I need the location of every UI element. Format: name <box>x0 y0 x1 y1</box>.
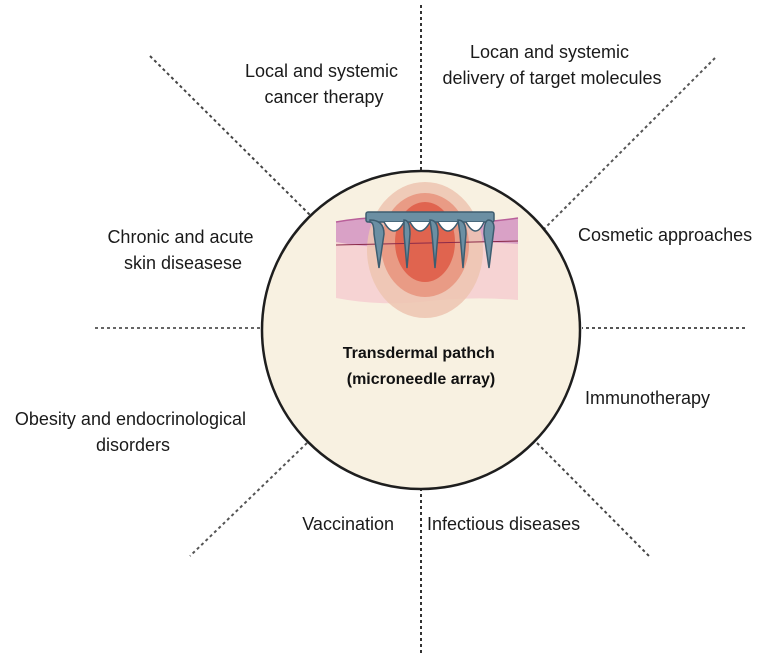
needle-1 <box>369 219 385 269</box>
label-chronic-acute-skin: Chronic and acute skin diseasese <box>107 227 258 273</box>
needle-2 <box>403 219 411 269</box>
needle-5 <box>483 219 495 269</box>
spoke-top-left <box>149 55 311 216</box>
label-line: skin diseasese <box>124 253 242 273</box>
label-line: Cosmetic approaches <box>578 225 752 245</box>
center-title-line-2: (microneedle array) <box>347 371 496 388</box>
spoke-top-right <box>540 57 716 233</box>
spokes <box>95 5 745 655</box>
label-line: Vaccination <box>302 514 394 534</box>
needle-3 <box>429 219 439 269</box>
label-line: Obesity and endocrinological <box>15 409 246 429</box>
label-immunotherapy: Immunotherapy <box>585 388 710 408</box>
needle-arches <box>383 221 485 232</box>
label-line: disorders <box>96 435 170 455</box>
label-infectious-diseases: Infectious diseases <box>427 514 580 534</box>
label-local-systemic-cancer-therapy: Local and systemic cancer therapy <box>245 61 403 107</box>
label-line: Chronic and acute <box>107 227 253 247</box>
label-line: delivery of target molecules <box>442 68 661 88</box>
label-line: Immunotherapy <box>585 388 710 408</box>
microneedle-patch-illustration <box>335 182 519 318</box>
label-vaccination: Vaccination <box>302 514 394 534</box>
label-line: Infectious diseases <box>427 514 580 534</box>
needle-4 <box>457 219 467 269</box>
label-line: Local and systemic <box>245 61 398 81</box>
label-line: Locan and systemic <box>470 42 629 62</box>
microneedle-array <box>365 211 495 269</box>
spoke-bottom-right <box>536 442 651 558</box>
center-title: Transdermal pathch (microneedle array) <box>343 345 500 388</box>
label-cosmetic-approaches: Cosmetic approaches <box>578 225 752 245</box>
spoke-bottom-left <box>189 442 308 557</box>
label-targeted-delivery: Locan and systemic delivery of target mo… <box>442 42 661 88</box>
label-obesity-endocrinological: Obesity and endocrinological disorders <box>15 409 251 455</box>
label-line: cancer therapy <box>264 87 383 107</box>
center-title-line-1: Transdermal pathch <box>343 345 495 362</box>
